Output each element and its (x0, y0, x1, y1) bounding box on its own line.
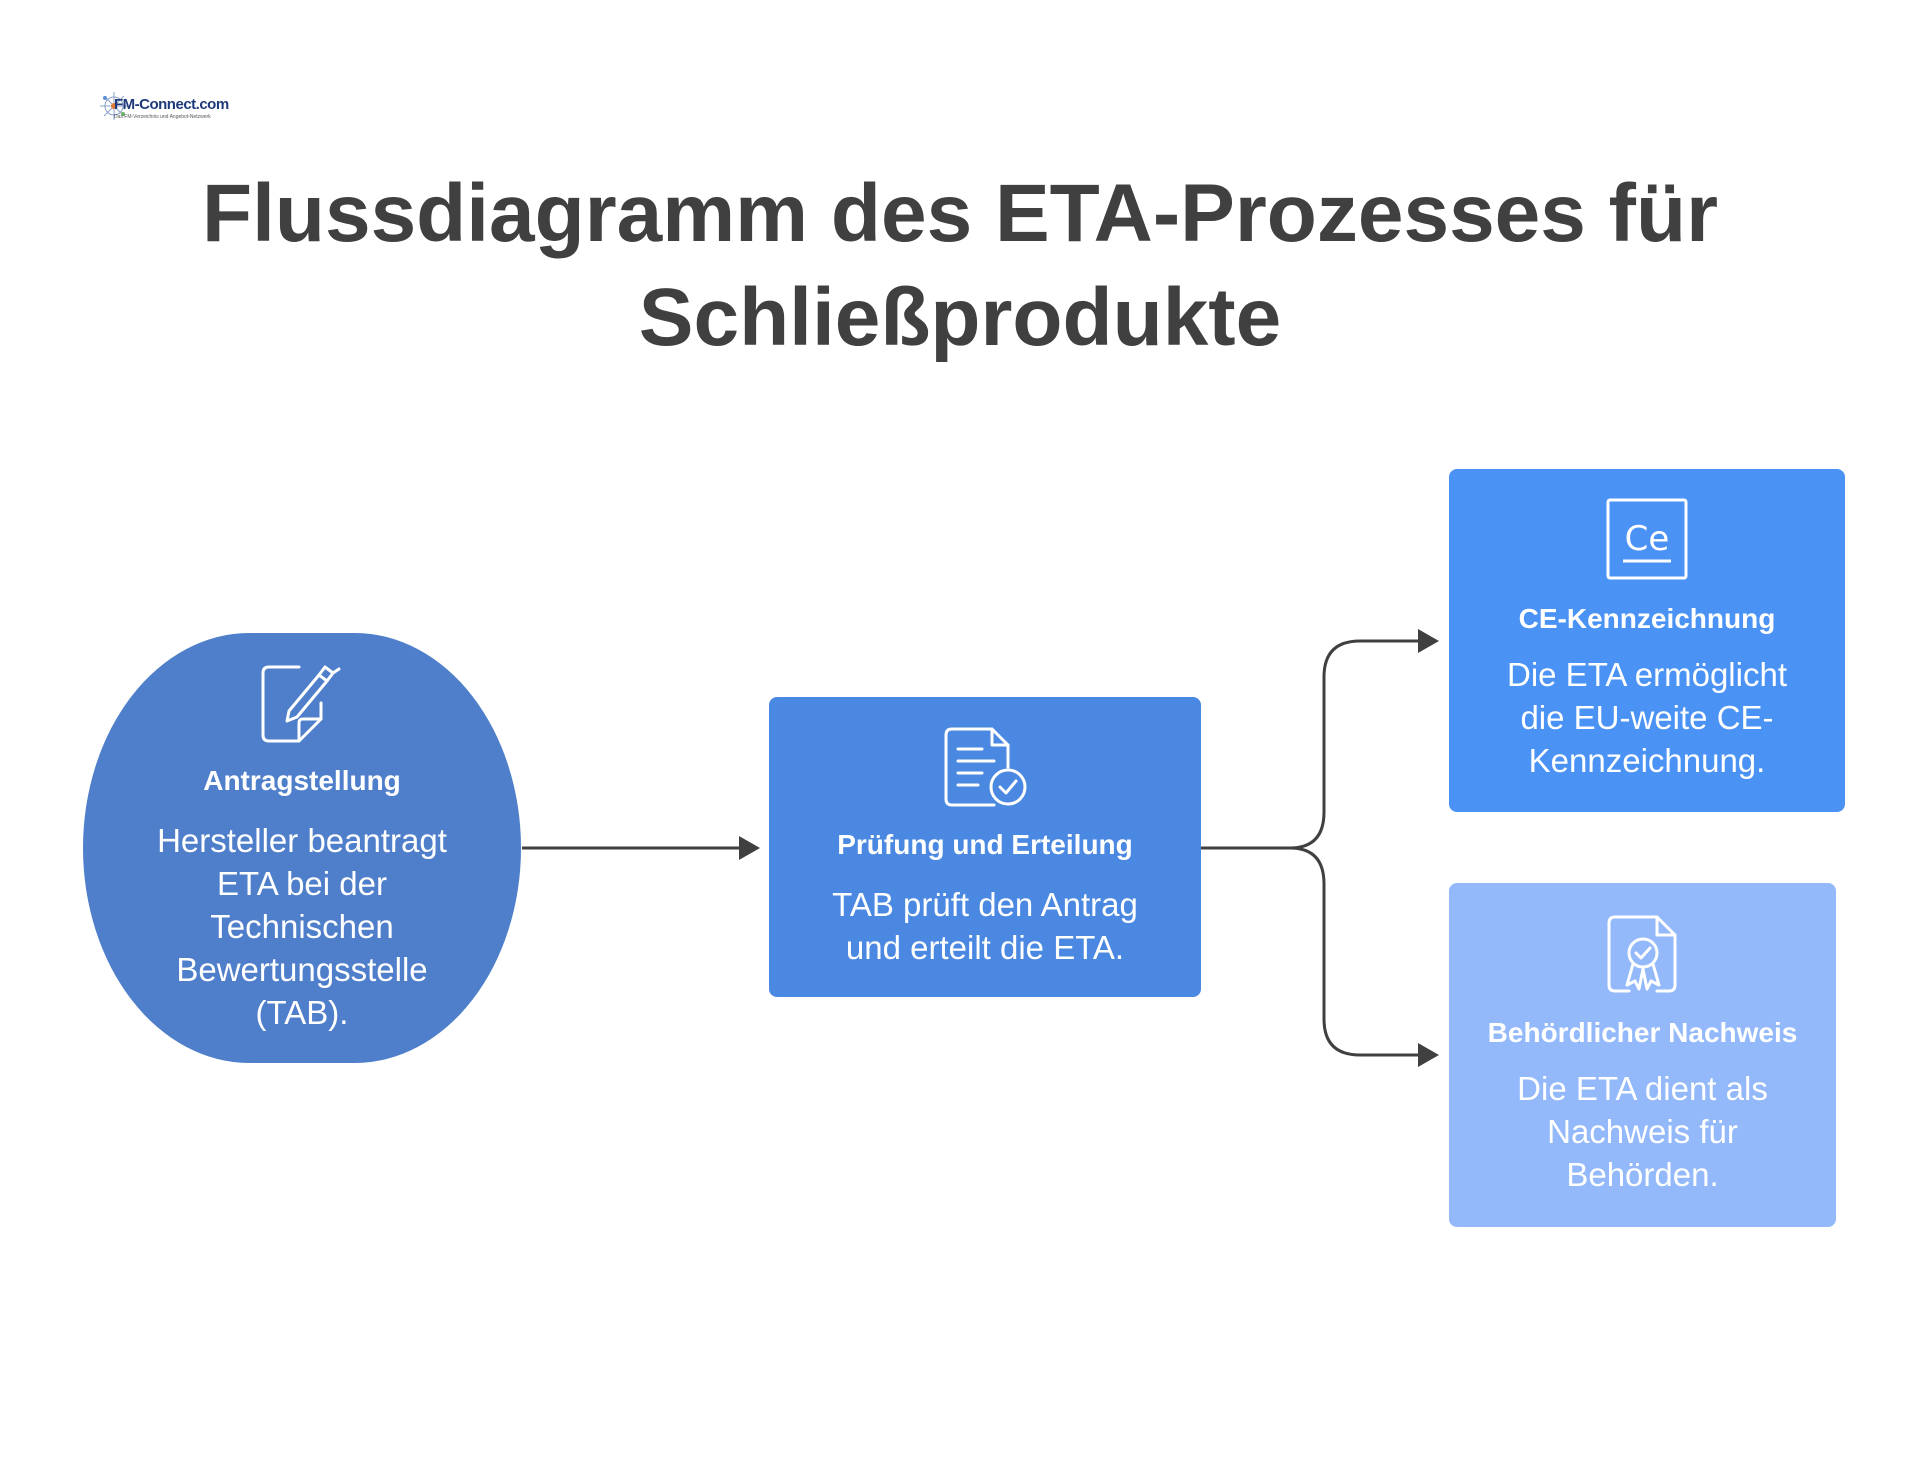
desc-line: Nachweis für (1547, 1113, 1738, 1150)
certificate-icon (1607, 915, 1676, 993)
desc-line: Die ETA ermöglicht (1507, 656, 1787, 693)
node-description: Hersteller beantragt ETA bei der Technis… (83, 819, 521, 1034)
connector-pruefung-to-ce (1201, 629, 1439, 850)
node-title: Prüfung und Erteilung (837, 829, 1133, 860)
title-line-1: Flussdiagramm des ETA-Prozesses für (202, 168, 1718, 259)
desc-line: die EU-weite CE- (1520, 699, 1774, 736)
fm-connect-logo (100, 92, 128, 120)
title-line-2: Schließprodukte (638, 272, 1282, 363)
desc-line: TAB prüft den Antrag (832, 886, 1138, 923)
desc-line: (TAB). (255, 994, 349, 1031)
page-title: Flussdiagramm des ETA-Prozesses für Schl… (0, 162, 1920, 370)
connector-pruefung-to-nachweis (1289, 846, 1439, 1067)
desc-line: und erteilt die ETA. (845, 929, 1125, 966)
desc-line: Behörden. (1566, 1156, 1719, 1193)
node-description: TAB prüft den Antrag und erteilt die ETA… (769, 883, 1201, 969)
node-description: Die ETA ermöglicht die EU-weite CE- Kenn… (1449, 653, 1845, 782)
desc-line: Kennzeichnung. (1528, 742, 1766, 779)
desc-line: Technischen (210, 908, 394, 945)
node-antragstellung: Antragstellung Hersteller beantragt ETA … (83, 633, 521, 1063)
node-title: Behördlicher Nachweis (1487, 1017, 1798, 1048)
ce-mark-icon: Ce (1606, 498, 1688, 580)
edit-document-icon (261, 665, 341, 743)
node-title: Antragstellung (203, 765, 401, 796)
logo-subtext: Das FM-Verzeichnis und Angebot-Netzwerk (114, 114, 211, 120)
desc-line: Bewertungsstelle (176, 951, 428, 988)
node-description: Die ETA dient als Nachweis für Behörden. (1449, 1067, 1836, 1196)
node-pruefung-und-erteilung: Prüfung und Erteilung TAB prüft den Antr… (769, 697, 1201, 997)
desc-line: ETA bei der (217, 865, 387, 902)
node-ce-kennzeichnung: Ce CE-Kennzeichnung Die ETA ermöglicht d… (1449, 469, 1845, 812)
ce-mark-text: Ce (1625, 519, 1670, 559)
desc-line: Hersteller beantragt (157, 822, 447, 859)
desc-line: Die ETA dient als (1517, 1070, 1768, 1107)
node-behoerdlicher-nachweis: Behördlicher Nachweis Die ETA dient als … (1449, 883, 1836, 1227)
document-check-icon (944, 727, 1027, 807)
node-title: CE-Kennzeichnung (1518, 603, 1776, 634)
logo-text: FM-Connect.com (114, 96, 229, 113)
